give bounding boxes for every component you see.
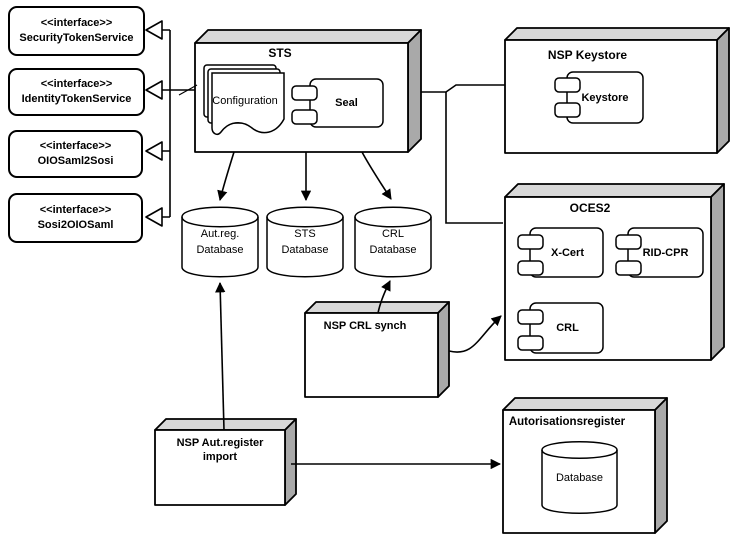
rid-cpr-component-label: RID-CPR (642, 246, 689, 259)
connector-sts-to-oces2 (445, 92, 503, 224)
arrow-crl-synch-to-oces2 (448, 315, 502, 353)
db-label-line-2: Database (196, 244, 244, 256)
nsp-crl-synch-node-title: NSP CRL synch (323, 320, 407, 332)
keystore-component-shape (554, 71, 644, 124)
arrow-crl-synch-to-crl-database (377, 280, 391, 314)
autorisationsregister-database-cylinder (541, 441, 618, 514)
nsp-crl-synch-node-box (304, 301, 450, 398)
interface-box-identity-token-service: <<interface>> IdentityTokenService (8, 68, 145, 116)
nsp-aut-register-import-node-title: NSP Aut.register import (155, 436, 285, 464)
interface-box-sosi2oiosaml: <<interface>> Sosi2OIOSaml (8, 193, 143, 243)
sts-database-cylinder (266, 206, 344, 278)
aut-reg-database-cylinder (181, 206, 259, 278)
title-line-2: import (202, 451, 238, 463)
autorisationsregister-database-label: Database (555, 472, 604, 484)
title-line-1: NSP Aut.register (176, 437, 264, 449)
arrow-sts-to-crl-database (361, 151, 392, 200)
db-label-line-1: STS (294, 228, 316, 240)
arrow-sts-to-aut-reg-database (217, 151, 235, 202)
db-label-line-1: CRL (381, 228, 404, 240)
sts-node-title: STS (268, 46, 292, 60)
db-label-line-2: Database (369, 244, 417, 256)
nsp-aut-register-import-node-box (154, 418, 297, 506)
interface-stereotype: <<interface>> (40, 17, 113, 29)
nsp-keystore-node-title: NSP Keystore (547, 48, 628, 62)
aut-reg-database-label: Aut.reg. Database (182, 226, 258, 258)
configuration-artifact-label: Configuration (212, 95, 278, 107)
oces2-node-title: OCES2 (569, 201, 611, 215)
autorisationsregister-node-title: Autorisationsregister (508, 416, 626, 428)
interface-box-security-token-service: <<interface>> SecurityTokenService (8, 6, 145, 56)
connector-sts-to-nsp-keystore (421, 84, 505, 93)
realization-arrowhead-4 (145, 207, 163, 227)
crl-component-shape (517, 302, 604, 354)
interface-stereotype: <<interface>> (39, 140, 112, 152)
x-cert-component-shape (517, 227, 604, 278)
crl-component-label: CRL (556, 322, 579, 334)
interface-name: OIOSaml2Sosi (37, 155, 114, 167)
interface-stereotype: <<interface>> (39, 204, 112, 216)
interface-name: Sosi2OIOSaml (37, 219, 114, 231)
keystore-component-label: Keystore (581, 91, 629, 104)
realization-arrowhead-1 (145, 20, 163, 40)
interface-realization-connectors (145, 20, 198, 227)
x-cert-component-label: X-Cert (550, 246, 584, 259)
realization-arrowhead-2 (145, 80, 163, 100)
seal-component-shape (291, 78, 384, 128)
seal-component-label: Seal (335, 97, 358, 109)
arrow-import-to-aut-reg-database (215, 281, 226, 431)
sts-database-label: STS Database (267, 226, 343, 258)
db-label-line-1: Aut.reg. (200, 228, 240, 240)
interface-stereotype: <<interface>> (40, 78, 113, 90)
crl-database-cylinder (354, 206, 432, 278)
db-label-line-2: Database (281, 244, 329, 256)
crl-database-label: CRL Database (355, 226, 431, 258)
interface-box-oiosaml2sosi: <<interface>> OIOSaml2Sosi (8, 130, 143, 178)
line-jump-tick (178, 84, 198, 96)
configuration-artifact-shape (203, 64, 285, 135)
rid-cpr-component-shape (615, 227, 704, 278)
realization-arrowhead-3 (145, 141, 163, 161)
interface-name: IdentityTokenService (21, 93, 132, 105)
interface-name: SecurityTokenService (19, 32, 134, 44)
